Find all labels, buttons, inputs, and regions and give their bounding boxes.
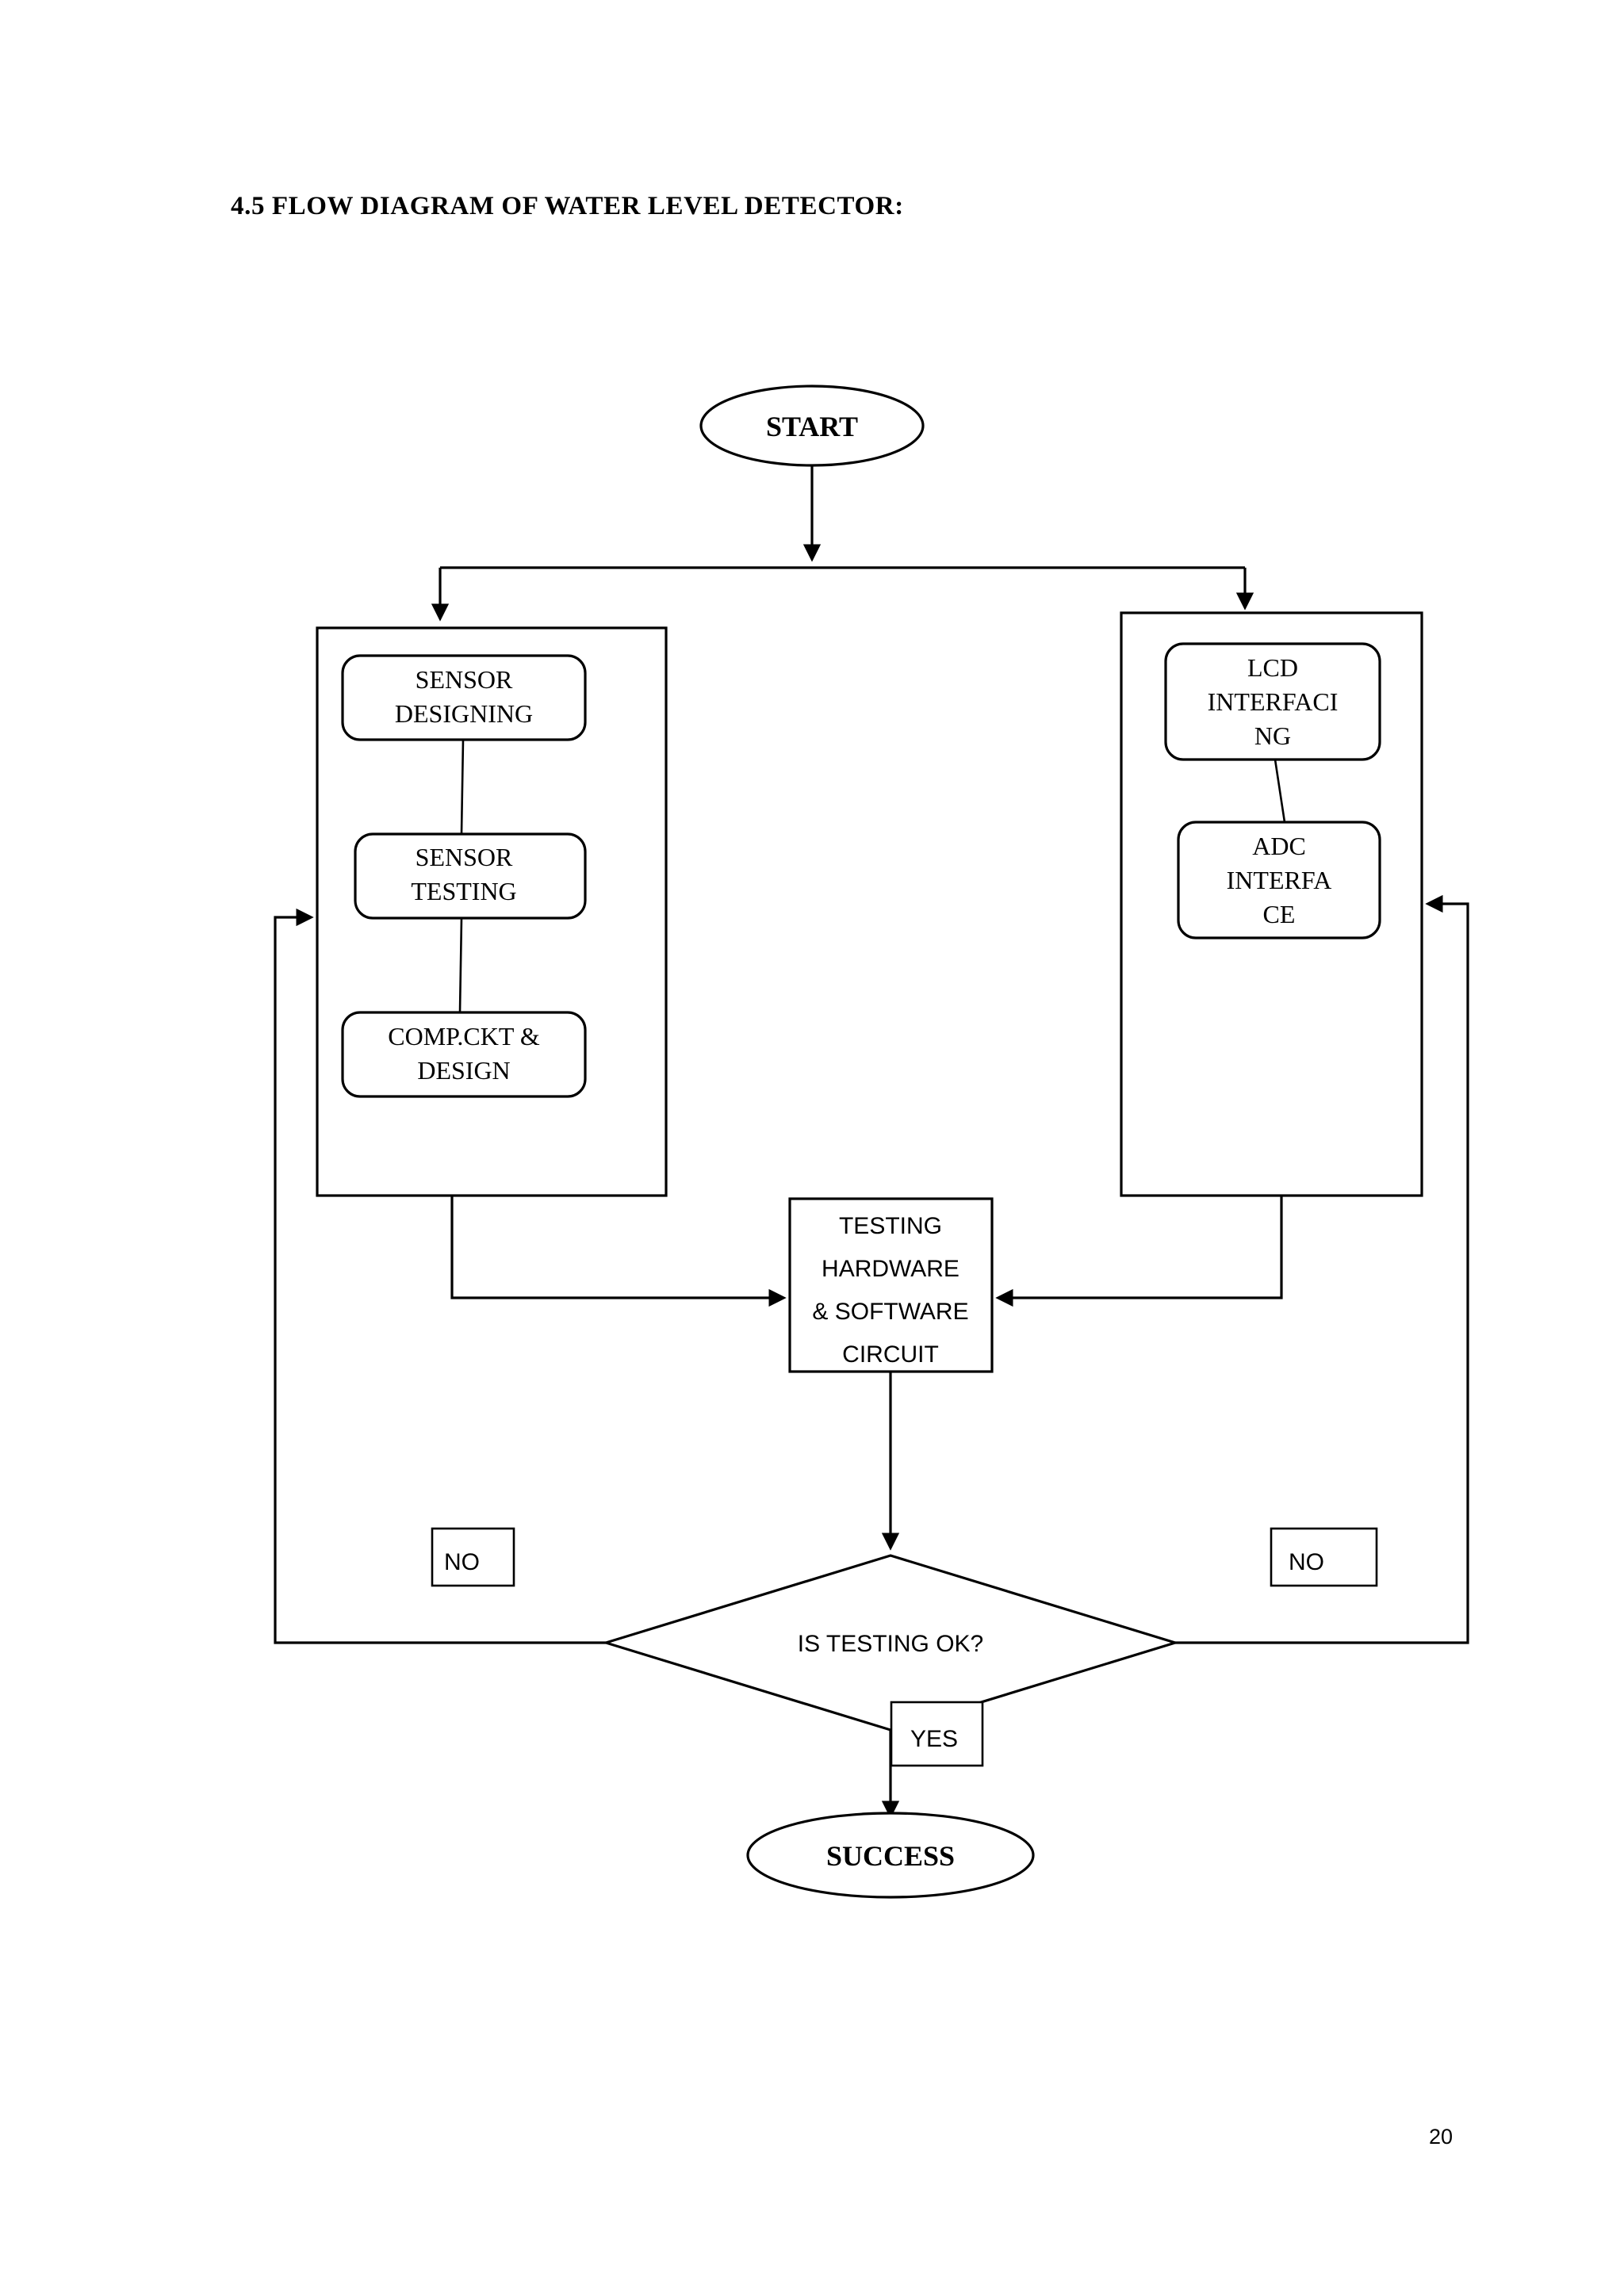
sensor-testing-line1: SENSOR	[416, 843, 513, 871]
lcd-interfacing-node[interactable]	[1164, 642, 1381, 761]
sensor-testing-line2: TESTING	[411, 877, 516, 905]
comp-ckt-design-line2: DESIGN	[417, 1056, 510, 1085]
adc-interface-line3: CE	[1263, 900, 1296, 928]
lcd-interfacing-line2: INTERFACI	[1208, 687, 1339, 716]
adc-interface-line2: INTERFA	[1227, 866, 1332, 894]
edge-testing-to-compckt	[458, 917, 463, 1013]
edge-decision-no-right	[1175, 894, 1469, 1644]
comp-ckt-design-line1: COMP.CKT &	[388, 1022, 540, 1050]
yes-label: YES	[910, 1726, 958, 1752]
lcd-interfacing-line3: NG	[1254, 721, 1291, 750]
testing-hw-sw-line4: CIRCUIT	[842, 1341, 939, 1368]
no-right-label: NO	[1289, 1549, 1324, 1575]
adc-interface-node[interactable]	[1177, 821, 1381, 939]
no-left-label-box[interactable]	[431, 1527, 515, 1587]
no-right-label-box[interactable]	[1270, 1527, 1378, 1587]
testing-hw-sw-line1: TESTING	[839, 1213, 942, 1239]
page-title: 4.5 FLOW DIAGRAM OF WATER LEVEL DETECTOR…	[231, 192, 904, 220]
edge-designing-to-testing	[460, 739, 465, 835]
adc-interface-line1: ADC	[1252, 832, 1306, 860]
edge-decision-no-left	[274, 908, 606, 1644]
edge-left-container-to-testing	[450, 1196, 787, 1307]
edge-lcd-to-adc	[1274, 759, 1286, 823]
sensor-designing-node[interactable]	[341, 654, 587, 741]
sensor-designing-line1: SENSOR	[416, 665, 513, 694]
edge-right-container-to-testing	[995, 1196, 1283, 1307]
comp-ckt-design-node[interactable]	[341, 1011, 587, 1098]
success-node-label: SUCCESS	[826, 1840, 955, 1872]
sensor-testing-node[interactable]	[354, 832, 587, 920]
decision-node-label: IS TESTING OK?	[798, 1631, 984, 1657]
testing-hw-sw-line2: HARDWARE	[822, 1256, 959, 1282]
start-node-label: START	[766, 411, 858, 442]
success-node[interactable]	[746, 1812, 1035, 1899]
page-number: 20	[1429, 2125, 1454, 2149]
lcd-interfacing-line1: LCD	[1247, 653, 1298, 682]
sensor-designing-line2: DESIGNING	[395, 699, 533, 728]
yes-label-box[interactable]	[890, 1701, 984, 1767]
testing-hw-sw-line3: & SOFTWARE	[812, 1299, 968, 1325]
no-left-label: NO	[444, 1549, 480, 1575]
